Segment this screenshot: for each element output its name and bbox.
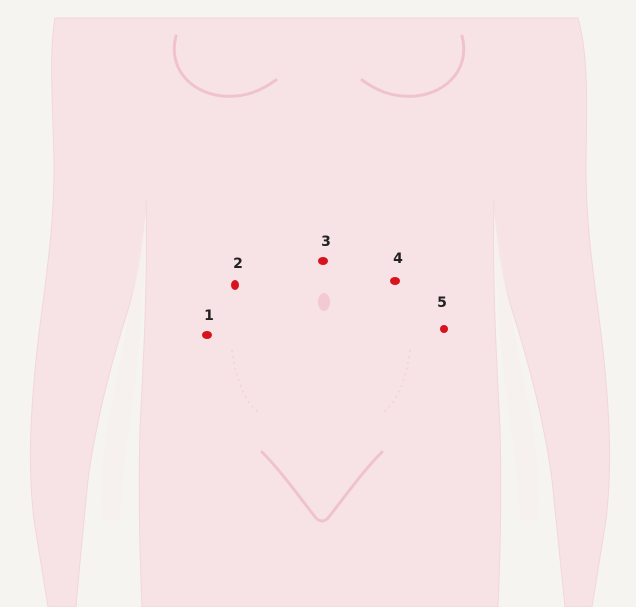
marker-dot [318,257,328,265]
marker-dot [390,277,400,285]
marker-dot [440,325,448,333]
marker-label: 1 [204,308,214,324]
navel [318,293,330,311]
marker-label: 4 [393,251,403,267]
marker-dot [202,331,212,339]
marker-label: 3 [321,234,331,250]
marker-label: 5 [437,295,447,311]
marker-label: 2 [233,256,243,272]
marker-dot [231,280,239,290]
